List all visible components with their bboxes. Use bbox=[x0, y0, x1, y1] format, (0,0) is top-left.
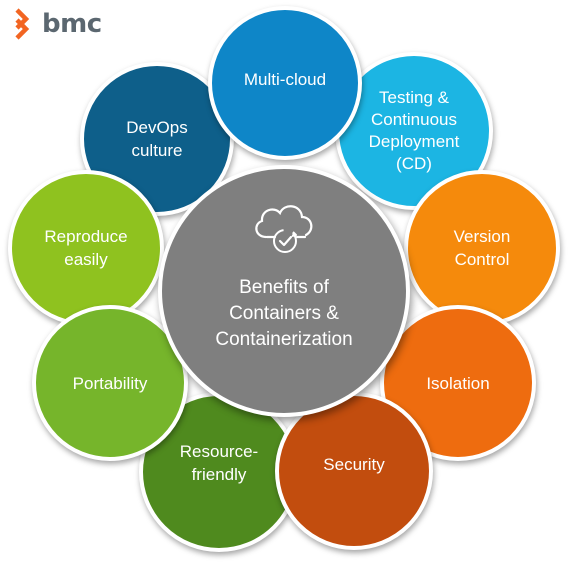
brand-name: bmc bbox=[42, 9, 102, 39]
benefit-reproduce-easily: Reproduce easily bbox=[8, 170, 164, 326]
benefit-label: Testing & Continuous Deployment (CD) bbox=[368, 88, 460, 173]
center-title: Benefits of Containers & Containerizatio… bbox=[215, 277, 353, 350]
benefit-security: Security bbox=[275, 392, 433, 550]
benefit-label: Version Control bbox=[453, 227, 511, 269]
benefit-label: Multi-cloud bbox=[243, 69, 327, 89]
bmc-chevron-icon bbox=[15, 8, 30, 40]
benefit-label: Resource- friendly bbox=[179, 442, 259, 484]
benefit-multi-cloud: Multi-cloud bbox=[208, 6, 362, 160]
benefit-version-control: Version Control bbox=[404, 170, 560, 326]
benefit-testing-continuous-deployment: Testing & Continuous Deployment (CD) bbox=[335, 52, 493, 210]
center-benefits-circle: Benefits of Containers & Containerizatio… bbox=[158, 165, 410, 417]
bmc-logo[interactable]: bmc bbox=[14, 6, 102, 42]
benefit-label: Portability bbox=[72, 373, 148, 393]
benefit-label: DevOps culture bbox=[126, 118, 188, 160]
benefit-portability: Portability bbox=[32, 305, 188, 461]
cloud-sync-icon bbox=[255, 205, 313, 253]
benefit-label: Reproduce easily bbox=[44, 227, 128, 269]
benefit-label: Isolation bbox=[426, 373, 490, 393]
benefit-resource-friendly: Resource- friendly bbox=[139, 392, 299, 552]
benefit-label: Security bbox=[323, 454, 385, 474]
